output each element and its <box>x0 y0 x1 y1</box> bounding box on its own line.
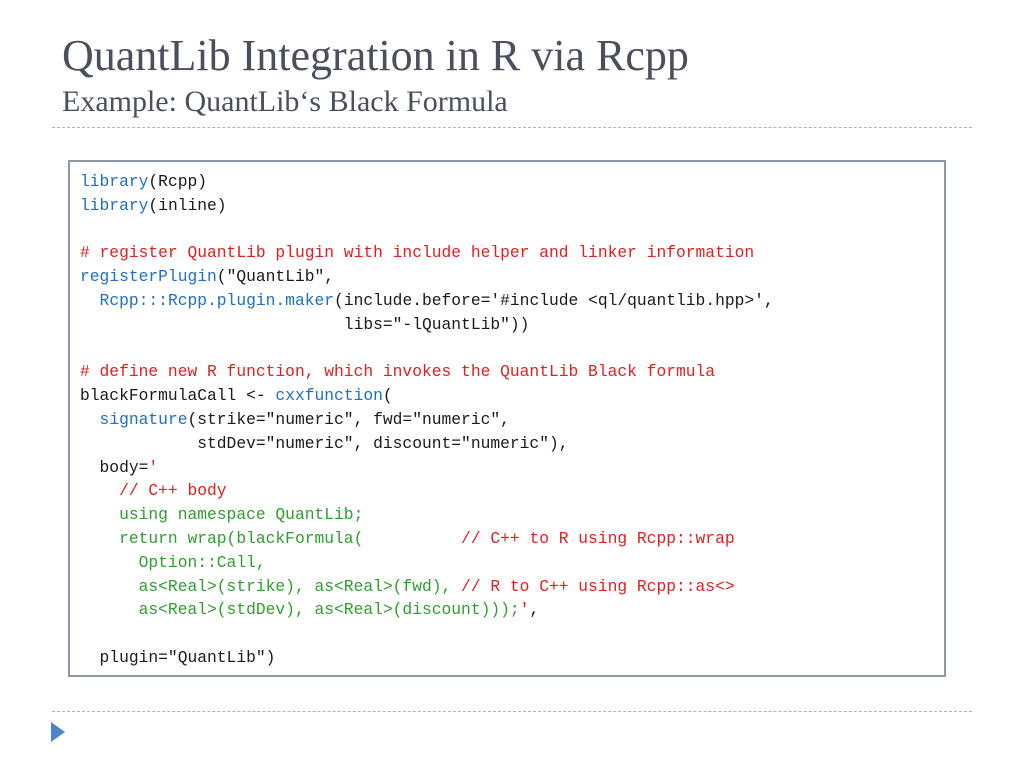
code-token: (include.before='#include <ql/quantlib.h… <box>334 290 774 310</box>
code-token: using namespace QuantLib; <box>80 505 364 525</box>
top-divider <box>52 127 972 128</box>
code-token: ("QuantLib", <box>216 267 335 287</box>
code-token: Rcpp:::Rcpp.plugin.maker <box>99 290 335 310</box>
code-line: Rcpp:::Rcpp.plugin.maker(include.before=… <box>80 289 944 313</box>
code-token: plugin="QuantLib") <box>80 647 276 667</box>
code-line: as<Real>(stdDev), as<Real>(discount)));'… <box>80 598 944 622</box>
slide-subtitle: Example: QuantLib‘s Black Formula <box>62 85 508 118</box>
code-line: // C++ body <box>80 479 944 503</box>
code-token: libs="-lQuantLib")) <box>80 314 530 334</box>
code-token: cxxfunction <box>275 386 383 406</box>
code-token: ' <box>148 457 159 477</box>
code-line: stdDev="numeric", discount="numeric"), <box>80 432 944 456</box>
code-line: signature(strike="numeric", fwd="numeric… <box>80 408 944 432</box>
code-token: stdDev="numeric", discount="numeric"), <box>80 433 569 453</box>
code-token: # register QuantLib plugin with include … <box>80 243 755 263</box>
code-token: (inline) <box>148 195 227 215</box>
code-token: return wrap(blackFormula( <box>80 528 462 548</box>
code-line: # define new R function, which invokes t… <box>80 360 944 384</box>
code-token: library <box>80 172 149 191</box>
code-line: Option::Call, <box>80 551 944 575</box>
code-token: # define new R function, which invokes t… <box>80 362 716 382</box>
code-token: body= <box>80 457 149 477</box>
code-line: registerPlugin("QuantLib", <box>80 265 944 289</box>
code-token: ( <box>382 386 393 406</box>
code-line: body=' <box>80 456 944 480</box>
code-token: // C++ body <box>80 481 227 501</box>
code-token: as<Real>(stdDev), as<Real>(discount))); <box>80 600 520 620</box>
code-token: library <box>80 195 149 215</box>
code-line: library(inline) <box>80 194 944 218</box>
code-line: # register QuantLib plugin with include … <box>80 241 944 265</box>
code-token: registerPlugin <box>80 267 217 287</box>
code-token <box>80 410 100 429</box>
code-token: (Rcpp) <box>148 172 208 191</box>
code-line <box>80 337 944 361</box>
bottom-divider <box>52 711 972 712</box>
code-line <box>80 218 944 242</box>
code-line: return wrap(blackFormula( // C++ to R us… <box>80 527 944 551</box>
code-token: Option::Call, <box>80 552 266 572</box>
code-token: as<Real>(strike), as<Real>(fwd), <box>80 576 462 596</box>
code-token <box>80 291 100 310</box>
code-line: plugin="QuantLib") <box>80 646 944 670</box>
code-token: signature <box>99 409 188 429</box>
slide-title: QuantLib Integration in R via Rcpp <box>62 31 689 80</box>
code-line: as<Real>(strike), as<Real>(fwd), // R to… <box>80 575 944 599</box>
code-token: , <box>529 600 540 620</box>
code-token: ' <box>519 600 530 620</box>
code-line <box>80 622 944 646</box>
code-token: (strike="numeric", fwd="numeric", <box>187 409 510 429</box>
code-line: using namespace QuantLib; <box>80 503 944 527</box>
play-arrow-icon[interactable] <box>51 722 65 742</box>
code-block: library(Rcpp)library(inline) # register … <box>68 160 946 677</box>
code-token: // R to C++ using Rcpp::as<> <box>461 576 735 596</box>
code-token: blackFormulaCall <- <box>80 386 276 406</box>
code-line: libs="-lQuantLib")) <box>80 313 944 337</box>
code-line: library(Rcpp) <box>80 170 944 194</box>
code-token: // C++ to R using Rcpp::wrap <box>461 528 735 548</box>
code-line: blackFormulaCall <- cxxfunction( <box>80 384 944 408</box>
